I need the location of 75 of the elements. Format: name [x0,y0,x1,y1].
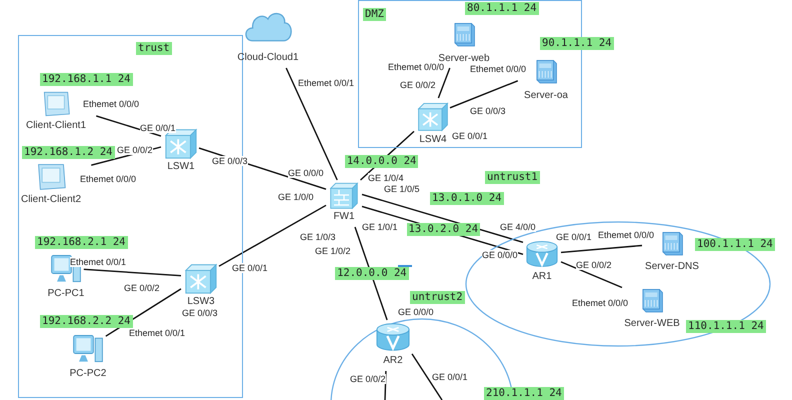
port-label: Ethemet 0/0/0 [83,99,140,109]
network-link [384,370,387,400]
device-name: AR2 [383,354,403,367]
network-link [450,80,518,108]
device-name: LSW1 [167,160,195,173]
port-label: Ethemet 0/0/1 [129,328,186,338]
network-link [84,268,182,276]
port-label: Ethemet 0/0/1 [298,78,354,88]
port-label: GE 0/0/0 [398,307,434,317]
port-label: Ethemet 0/0/0 [598,230,654,240]
port-label: GE 1/0/2 [315,246,351,256]
network-link [354,226,388,320]
ip-label: 192.168.1.2 24 [22,146,115,159]
port-label: GE 0/0/2 [124,283,160,293]
port-label: GE 4/0/0 [500,222,536,232]
device-name: LSW3 [187,295,215,308]
device-name: AR1 [532,270,552,283]
port-label: GE 1/0/0 [278,192,314,202]
ip-label: 90.1.1.1 24 [540,37,614,50]
device-name: FW1 [333,210,355,223]
port-label: GE 0/0/1 [140,123,176,133]
ip-label: 80.1.1.1 24 [465,2,539,15]
port-label: GE 1/0/4 [368,173,404,183]
subnet-label: 13.0.1.0 24 [430,192,504,205]
zone-label: DMZ [363,8,386,21]
ip-label: 192.168.2.1 24 [35,236,128,249]
port-label: GE 0/0/2 [400,80,436,90]
network-link [560,244,642,254]
network-link [560,261,622,288]
ip-label: 110.1.1.1 24 [686,320,766,333]
ip-label: 192.168.2.2 24 [40,315,133,328]
port-label: GE 0/0/0 [482,250,518,260]
port-label: Ethemet 0/0/0 [572,298,628,308]
device-name: Server-DNS [645,260,699,273]
network-link [96,115,162,137]
zone-label: untrust1 [485,171,540,184]
device-name: Server-oa [524,89,568,102]
network-link [438,68,450,98]
subnet-label: 14.0.0.0 24 [344,154,418,168]
ip-label: 100.1.1.1 24 [695,238,775,251]
port-label: GE 0/0/2 [576,260,612,270]
port-label: GE 0/0/2 [350,374,386,384]
ip-label: 192.168.1.1 24 [40,73,133,86]
device-name: PC-PC2 [70,367,106,380]
zone-label: untrust2 [410,291,465,304]
port-label: GE 0/0/1 [432,372,468,382]
network-link [286,68,338,180]
port-label: GE 0/0/2 [117,145,153,155]
zone-label: trust [136,42,172,55]
port-label: GE 0/0/3 [212,156,248,166]
port-label: Ethemet 0/0/0 [80,174,136,184]
device-name: Server-WEB [624,317,680,330]
ip-label: 210.1.1.1 24 [484,387,564,400]
device-name: Client-Client1 [26,119,86,132]
port-label: GE 1/0/1 [362,222,398,232]
port-label: GE 0/0/1 [232,263,268,273]
network-link [218,204,326,267]
port-label: GE 0/0/3 [470,106,506,116]
port-label: GE 0/0/1 [452,131,488,141]
port-label: GE 1/0/5 [384,184,420,194]
port-label: GE 1/0/3 [300,232,336,242]
port-label: GE 0/0/3 [182,308,218,318]
port-label: Ethemet 0/0/0 [388,62,444,72]
device-name: PC-PC1 [48,287,84,300]
port-label: GE 0/0/1 [556,232,592,242]
port-label: Ethemet 0/0/1 [70,257,126,267]
device-name: Server-web [438,52,490,64]
device-name: LSW4 [419,133,447,146]
port-label: GE 0/0/0 [288,168,324,178]
port-label: Ethemet 0/0/0 [470,64,526,74]
device-name: Client-Client2 [20,193,82,206]
network-link [411,354,443,400]
subnet-label: 13.0.2.0 24 [406,223,480,236]
subnet-label: 12.0.0.0 24 [335,266,409,280]
network-link [362,194,524,243]
